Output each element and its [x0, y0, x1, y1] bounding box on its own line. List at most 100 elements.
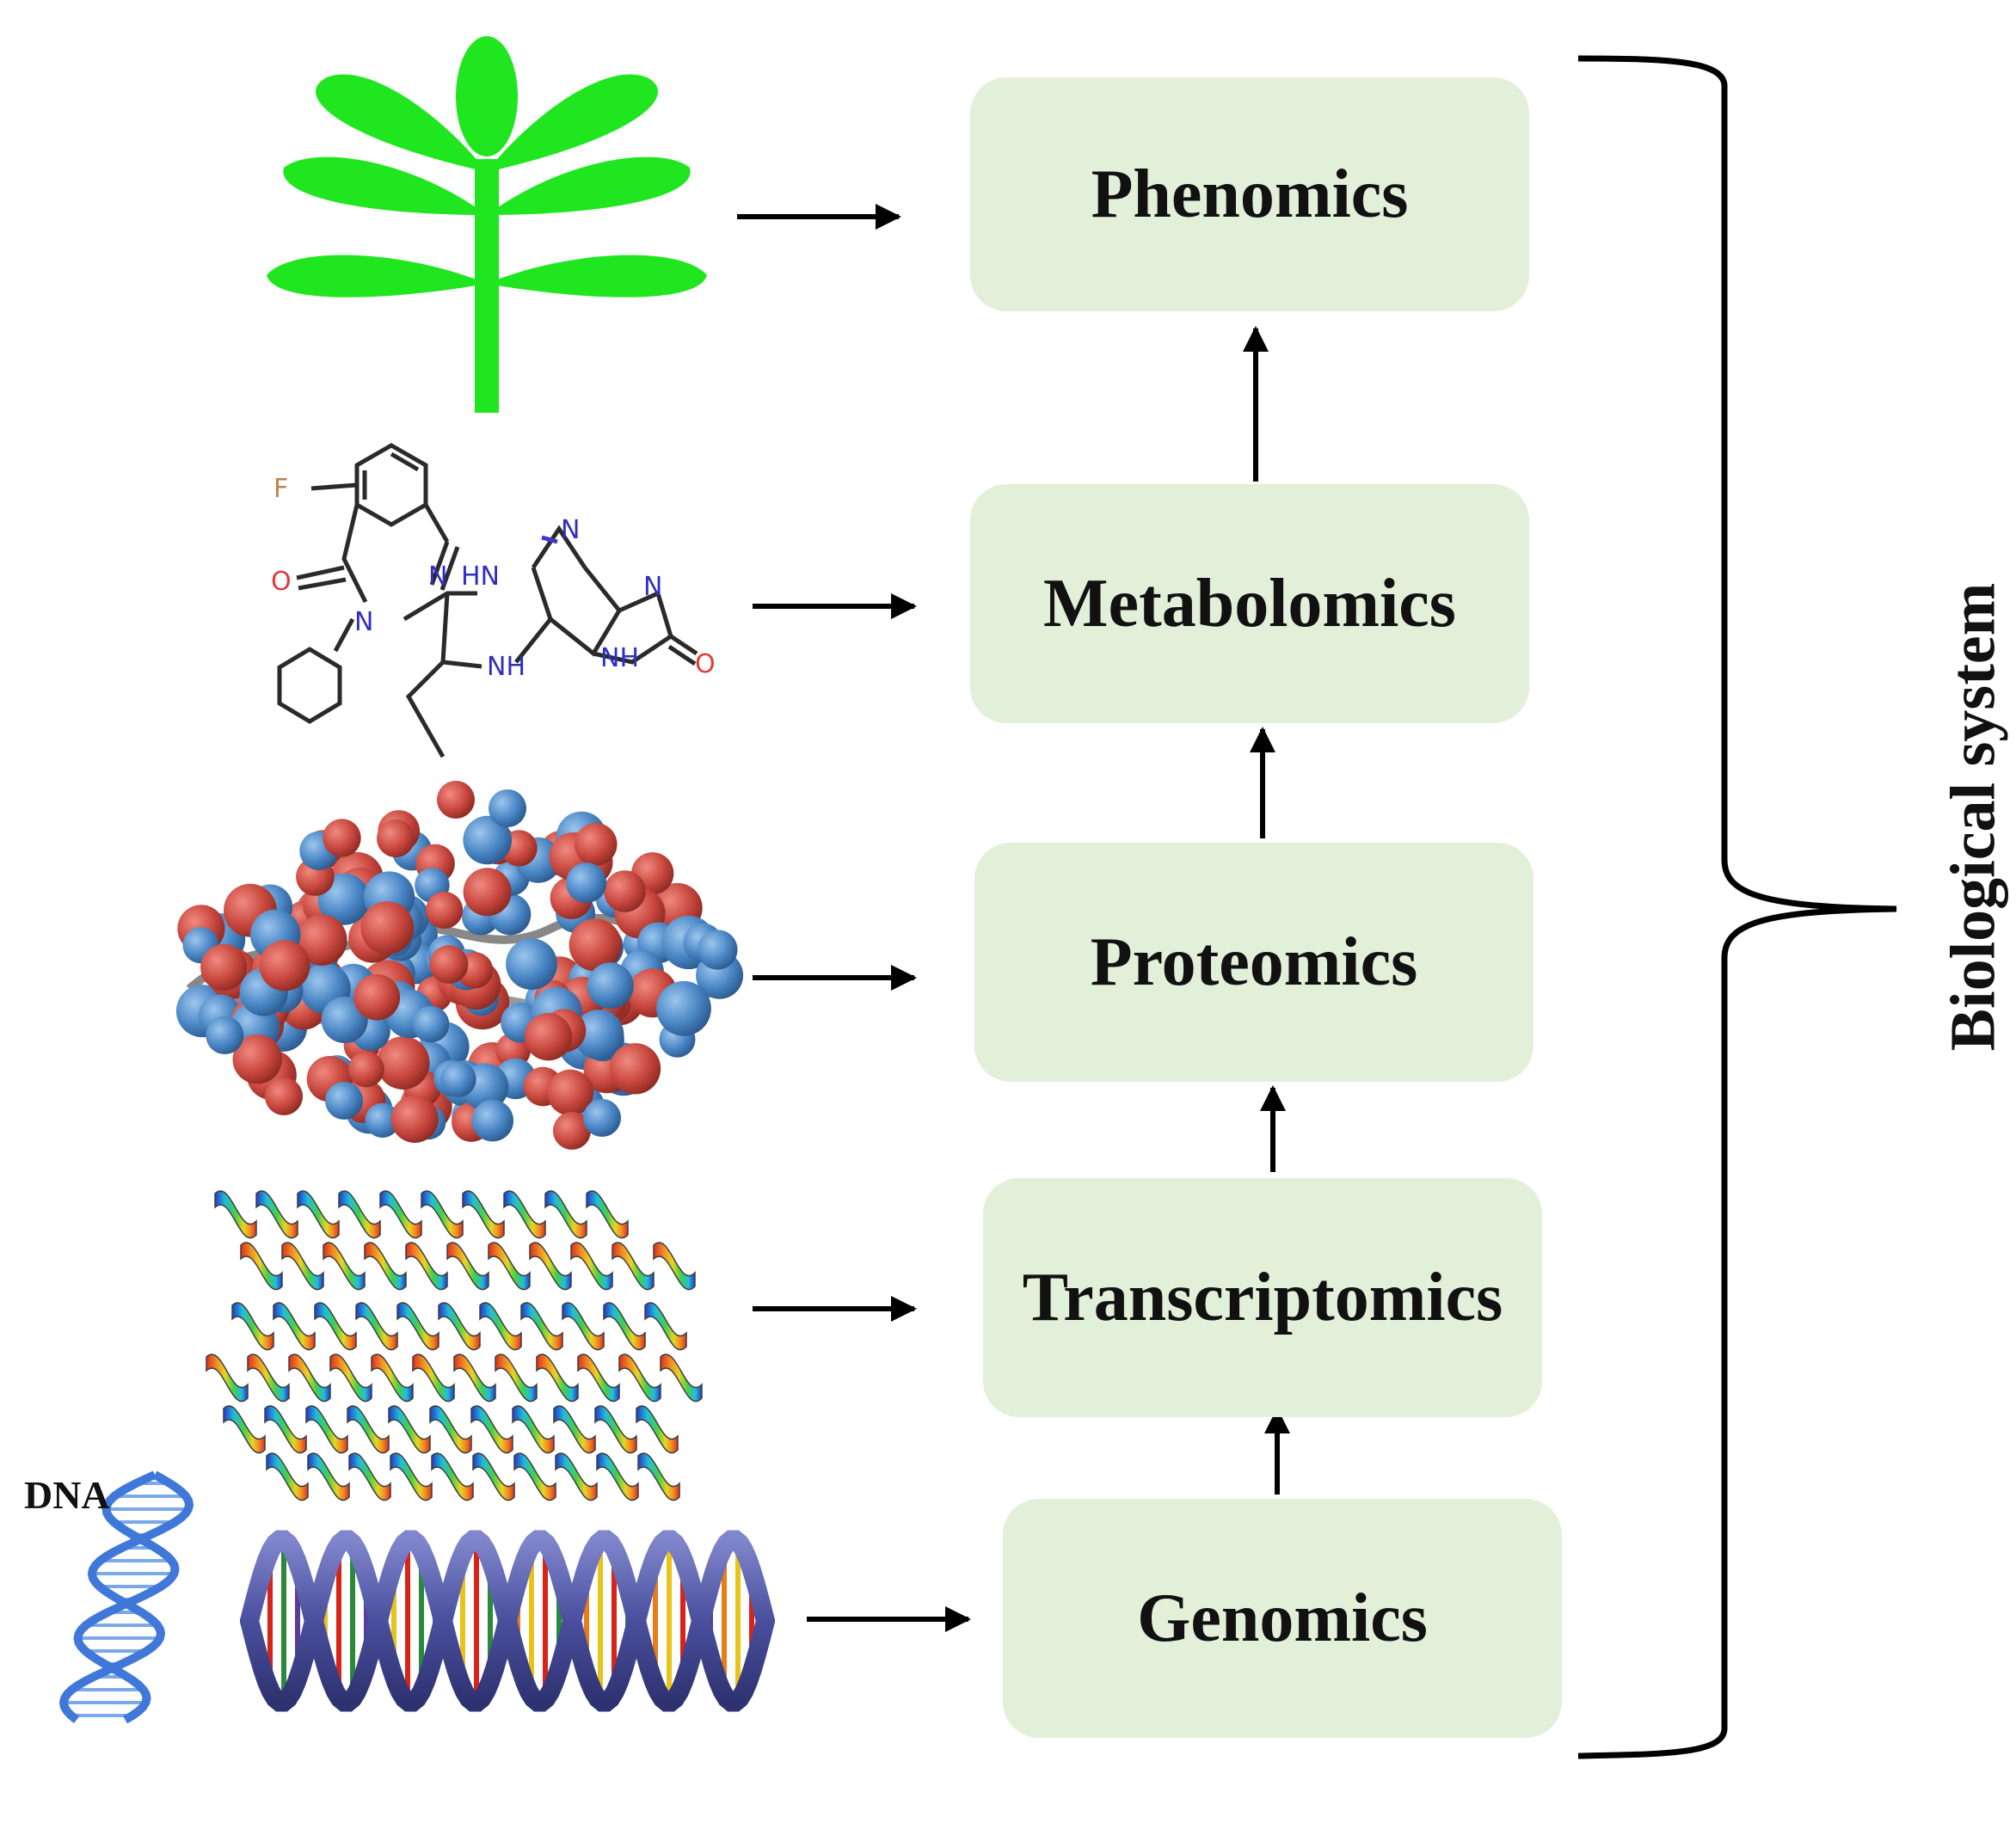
- helix-ribbon-segment: [544, 1190, 587, 1239]
- protein-atom-sphere: [200, 944, 248, 991]
- helix-ribbon-segment: [288, 1353, 331, 1403]
- helix-ribbon-segment: [364, 1242, 407, 1291]
- input-arrows: [737, 204, 971, 1632]
- atom-n-3: N: [561, 515, 580, 545]
- atom-n-2: N: [354, 607, 373, 637]
- atom-f: F: [274, 474, 288, 504]
- protein-atom-sphere: [574, 823, 618, 866]
- helix-ribbon-segment: [536, 1353, 579, 1403]
- protein-atom-sphere: [566, 862, 607, 904]
- helix-ribbon-segment: [462, 1190, 505, 1239]
- helix-ribbon-segment: [618, 1353, 661, 1403]
- helix-ribbon-segment: [577, 1353, 620, 1403]
- helix-ribbon-segment: [297, 1190, 340, 1239]
- protein-atom-sphere: [425, 891, 464, 929]
- helix-ribbon-segment: [470, 1405, 513, 1454]
- protein-atom-sphere: [412, 1005, 450, 1043]
- helix-ribbon-segment: [453, 1353, 496, 1403]
- helix-ribbon-segment: [495, 1353, 538, 1403]
- protein-atom-sphere: [471, 1099, 513, 1142]
- helix-ribbon-segment: [570, 1242, 613, 1291]
- protein-atom-sphere: [547, 1069, 594, 1116]
- atom-hn: HN: [461, 562, 500, 592]
- helix-ribbon-segment: [421, 1190, 464, 1239]
- protein-atom-sphere: [265, 1077, 303, 1115]
- atom-n-1: N: [428, 562, 447, 592]
- atom-n-4: N: [643, 572, 662, 602]
- helix-ribbon-segment: [223, 1405, 266, 1454]
- helix-ribbon-segment: [247, 1353, 290, 1403]
- flow-arrows: [1243, 326, 1290, 1495]
- metabolomics-box: Metabolomics: [970, 484, 1529, 723]
- helix-ribbon-segment: [329, 1353, 372, 1403]
- helix-ribbon-segment: [644, 1302, 687, 1351]
- atom-nh-2: NH: [600, 643, 639, 673]
- helix-ribbon-segment: [446, 1242, 489, 1291]
- helix-ribbon-segment: [390, 1452, 433, 1501]
- protein-atom-sphere: [656, 980, 711, 1036]
- helix-ribbon-segment: [429, 1405, 472, 1454]
- atom-o-2: O: [695, 649, 716, 679]
- protein-atom-sphere: [553, 1112, 591, 1150]
- protein-atom-sphere: [348, 1051, 384, 1088]
- helix-ribbon-segment: [596, 1452, 639, 1501]
- helix-ribbon-segment: [594, 1405, 637, 1454]
- helix-ribbon-segment: [653, 1242, 696, 1291]
- protein-sphere-model: [175, 781, 744, 1150]
- plant-icon: [267, 36, 707, 413]
- protein-atom-sphere: [365, 1102, 400, 1139]
- helix-ribbon-segment: [636, 1405, 679, 1454]
- protein-atom-sphere: [609, 1043, 661, 1095]
- protein-atom-sphere: [440, 1061, 476, 1097]
- helix-ribbon-segment: [529, 1242, 572, 1291]
- helix-ribbon-segment: [264, 1405, 307, 1454]
- helix-ribbon-segment: [355, 1302, 398, 1351]
- helix-ribbon-segment: [338, 1190, 381, 1239]
- protein-atom-sphere: [296, 914, 347, 966]
- proteomics-box: Proteomics: [974, 843, 1534, 1082]
- helix-ribbon-segment: [438, 1302, 481, 1351]
- protein-atom-sphere: [463, 868, 512, 917]
- helix-ribbon-segment: [488, 1242, 531, 1291]
- protein-atom-sphere: [360, 901, 415, 954]
- dna-double-helix: [240, 1530, 775, 1712]
- curly-brace: [1577, 55, 1897, 1759]
- helix-ribbon-segment: [266, 1452, 309, 1501]
- helix-ribbon-segment: [553, 1405, 596, 1454]
- helix-ribbon-segment: [348, 1452, 391, 1501]
- phenomics-box: Phenomics: [970, 77, 1529, 311]
- protein-atom-sphere: [377, 819, 415, 857]
- helix-ribbon-segment: [388, 1405, 431, 1454]
- helix-ribbon-segment: [562, 1302, 605, 1351]
- helix-ribbon-segment: [512, 1405, 555, 1454]
- protein-atom-sphere: [325, 1082, 363, 1120]
- helix-ribbon-segment: [637, 1452, 680, 1501]
- protein-atom-sphere: [604, 870, 646, 912]
- helix-ribbon-segment: [513, 1452, 556, 1501]
- transcriptomics-label: Transcriptomics: [1022, 1259, 1503, 1335]
- helix-ribbon-segment: [314, 1302, 357, 1351]
- protein-atom-sphere: [524, 1013, 573, 1061]
- helix-ribbon-segment: [255, 1190, 298, 1239]
- protein-atom-sphere: [232, 1034, 282, 1084]
- protein-atom-sphere: [321, 996, 368, 1044]
- protein-atom-sphere: [353, 973, 401, 1021]
- protein-atom-sphere: [390, 1095, 439, 1143]
- protein-atom-sphere: [506, 938, 557, 990]
- helix-ribbon-segment: [281, 1242, 324, 1291]
- genomics-box: Genomics: [1003, 1499, 1562, 1738]
- helix-ribbon-segment: [472, 1452, 515, 1501]
- helix-ribbon-segment: [305, 1405, 348, 1454]
- protein-atom-sphere: [587, 962, 634, 1010]
- helix-ribbon-segment: [555, 1452, 598, 1501]
- helix-ribbon-segment: [660, 1353, 703, 1403]
- helix-ribbon-segment: [586, 1190, 629, 1239]
- protein-atom-sphere: [259, 940, 310, 991]
- dna-label: DNA: [24, 1473, 110, 1517]
- atom-nh-1: NH: [487, 652, 526, 682]
- helix-ribbon-segment: [347, 1405, 390, 1454]
- protein-atom-sphere: [489, 789, 526, 827]
- helix-ribbon-segment: [323, 1242, 366, 1291]
